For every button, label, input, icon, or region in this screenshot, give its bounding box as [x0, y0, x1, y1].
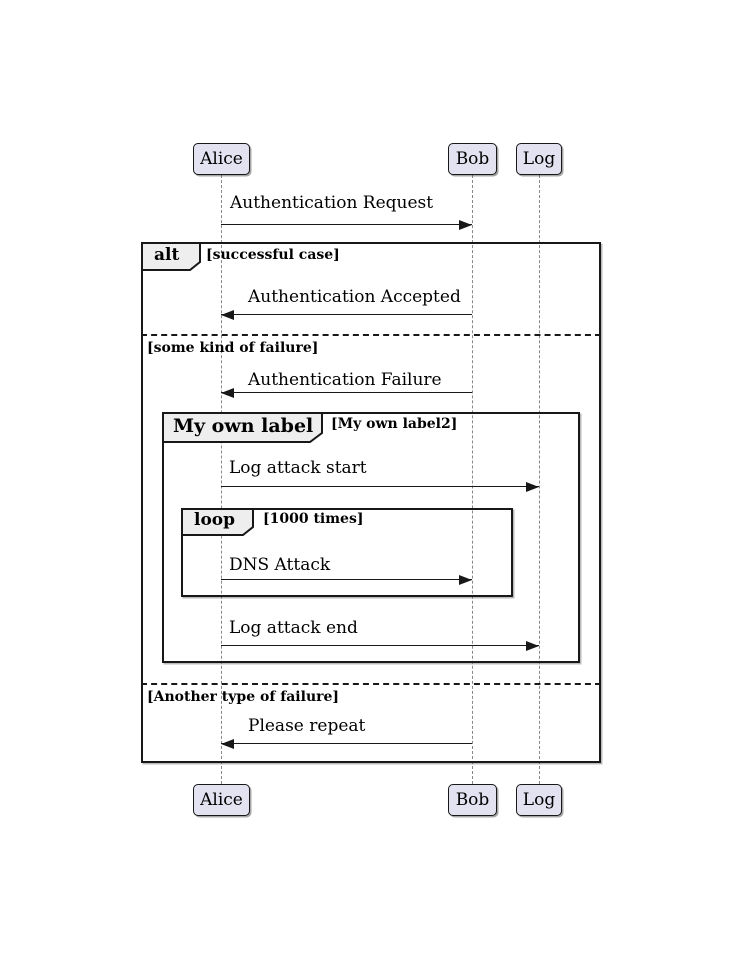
arrowhead-right-icon: [526, 641, 539, 651]
participant-bob-top: Bob: [448, 143, 497, 175]
frame-group-operator-pentagon: [162, 412, 323, 443]
alt-divider-1: [141, 334, 601, 336]
message-arrow-log-attack-start: [221, 486, 539, 487]
frame-loop-guard: [1000 times]: [263, 511, 364, 527]
frame-alt: [141, 242, 601, 763]
arrowhead-right-icon: [459, 575, 472, 585]
arrowhead-left-icon: [221, 739, 234, 749]
lifeline-alice: [221, 175, 222, 784]
arrowhead-left-icon: [221, 310, 234, 320]
message-arrow-authentication-accepted: [221, 314, 472, 315]
frame-loop-operator-pentagon: [181, 508, 254, 536]
lifeline-log: [539, 175, 540, 784]
message-arrow-log-attack-end: [221, 645, 539, 646]
alt-divider-1-label: [some kind of failure]: [147, 340, 319, 356]
arrowhead-right-icon: [459, 220, 472, 230]
message-label-dns-attack: DNS Attack: [229, 555, 331, 575]
arrowhead-left-icon: [221, 388, 234, 398]
frame-alt-guard: [successful case]: [206, 247, 340, 263]
message-label-log-attack-end: Log attack end: [229, 618, 358, 638]
message-label-please-repeat: Please repeat: [248, 716, 366, 736]
participant-bob-bottom: Bob: [448, 784, 497, 816]
frame-group: [162, 412, 580, 663]
frame-group-guard: [My own label2]: [331, 416, 458, 432]
participant-log-bottom: Log: [516, 784, 562, 816]
message-arrow-authentication-failure: [221, 392, 472, 393]
message-arrow-please-repeat: [221, 743, 472, 744]
message-arrow-authentication-request: [221, 224, 472, 225]
message-label-log-attack-start: Log attack start: [229, 458, 367, 478]
frame-group-operator-label: My own label: [173, 415, 314, 437]
participant-log-top: Log: [516, 143, 562, 175]
participant-alice-top: Alice: [193, 143, 250, 175]
alt-divider-2-label: [Another type of failure]: [147, 689, 340, 705]
message-label-authentication-accepted: Authentication Accepted: [248, 287, 461, 307]
arrowhead-right-icon: [526, 482, 539, 492]
message-arrow-dns-attack: [221, 579, 472, 580]
frame-loop: [181, 508, 513, 597]
message-label-authentication-failure: Authentication Failure: [248, 370, 442, 390]
alt-divider-2: [141, 683, 601, 685]
message-label-authentication-request: Authentication Request: [230, 193, 434, 213]
frame-loop-operator-label: loop: [194, 510, 236, 530]
participant-alice-bottom: Alice: [193, 784, 250, 816]
lifeline-bob: [472, 175, 473, 784]
frame-alt-operator-label: alt: [154, 245, 180, 265]
frame-alt-operator-pentagon: [141, 242, 201, 271]
